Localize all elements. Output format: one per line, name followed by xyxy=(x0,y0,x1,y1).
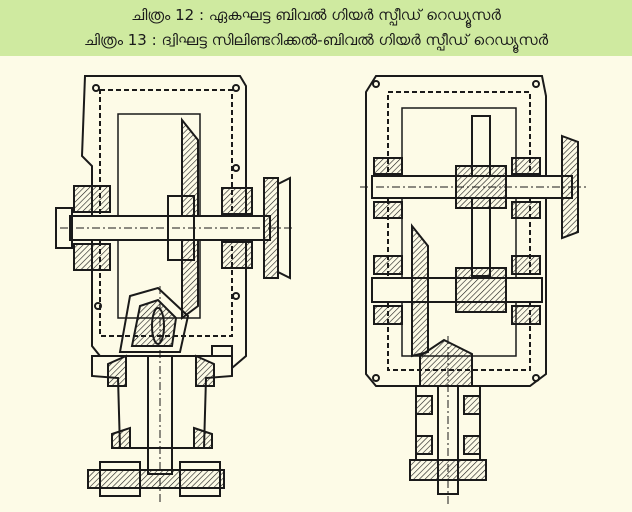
figure-13-drawing xyxy=(316,56,632,508)
coupling xyxy=(263,177,279,279)
housing-outline xyxy=(80,75,247,371)
housing-outline xyxy=(365,75,547,387)
bevel-pinion xyxy=(419,338,473,387)
bevel-wheel xyxy=(411,223,429,358)
bevel-pinion xyxy=(118,286,190,353)
caption-banner: ചിത്രം 12 : ഏകഘട്ട ബിവൽ ഗിയർ സ്പീഡ് റെഡ്… xyxy=(0,0,632,56)
figure-12-drawing xyxy=(0,56,316,508)
bevel-reducer-drawing xyxy=(55,75,292,504)
bevel-wheel xyxy=(181,117,199,217)
cylindrical-bevel-reducer-drawing xyxy=(360,75,586,504)
figure-12-caption: ചിത്രം 12 : ഏകഘട്ട ബിവൽ ഗിയർ സ്പീഡ് റെഡ്… xyxy=(131,6,501,24)
coupling xyxy=(561,134,579,240)
figure-13-caption: ചിത്രം 13 : ദ്വിഘട്ട സിലിണ്ടറിക്കൽ-ബിവൽ … xyxy=(83,31,549,49)
